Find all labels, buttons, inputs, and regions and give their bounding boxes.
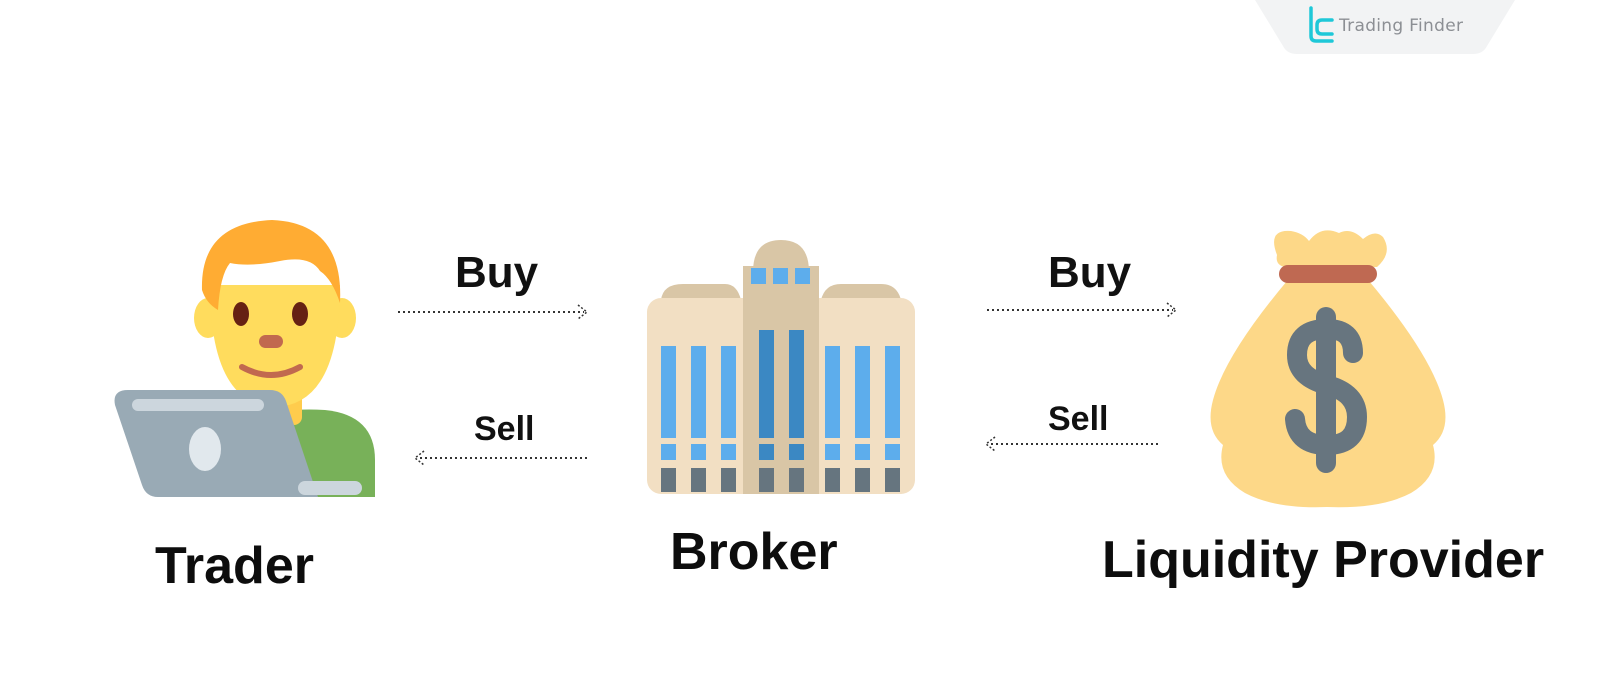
trader-to-broker-buy-arrow bbox=[398, 304, 589, 320]
trader-broker-sell-label: Sell bbox=[474, 410, 535, 448]
broker-to-lp-buy-arrow bbox=[987, 302, 1178, 318]
broker-label: Broker bbox=[670, 523, 838, 581]
office-building-icon bbox=[645, 236, 917, 496]
money-bag-icon bbox=[1205, 225, 1450, 510]
trader-at-laptop-icon bbox=[110, 215, 380, 500]
liquidity-provider-label: Liquidity Provider bbox=[1102, 531, 1545, 589]
brand-logo-tab: Trading Finder bbox=[1255, 0, 1515, 54]
trader-broker-buy-label: Buy bbox=[455, 248, 539, 297]
broker-to-trader-sell-arrow bbox=[413, 450, 588, 466]
trader-label: Trader bbox=[155, 537, 314, 595]
broker-lp-buy-label: Buy bbox=[1048, 248, 1132, 297]
broker-lp-sell-label: Sell bbox=[1048, 400, 1109, 438]
lp-to-broker-sell-arrow bbox=[984, 436, 1159, 452]
brand-name: Trading Finder bbox=[1339, 16, 1464, 36]
trading-finder-logo-icon bbox=[1309, 6, 1334, 43]
